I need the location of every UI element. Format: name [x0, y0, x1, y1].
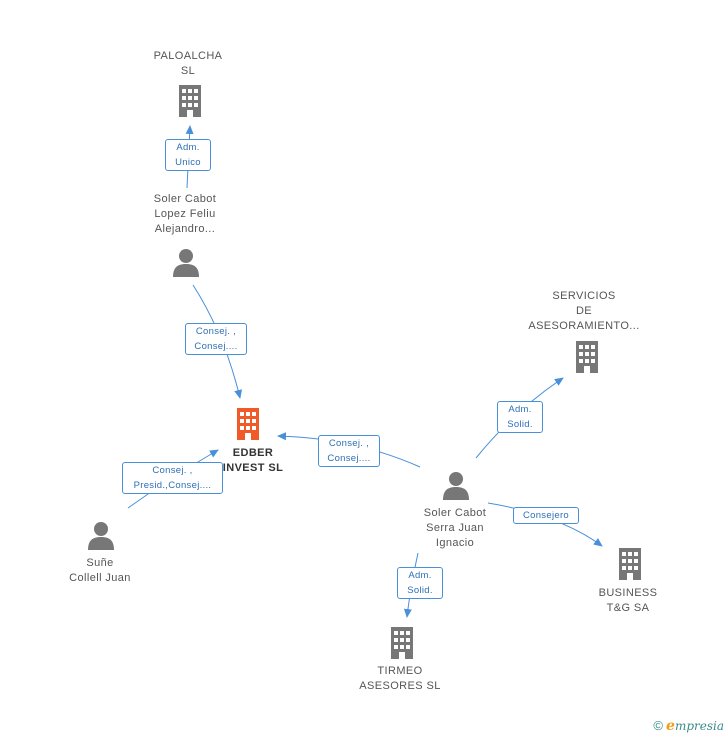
person-icon[interactable]: [173, 249, 199, 277]
node-label-soler-serra[interactable]: Soler Cabot Serra Juan Ignacio: [423, 507, 487, 549]
building-icon[interactable]: [619, 548, 641, 580]
node-label-tirmeo[interactable]: TIRMEO ASESORES SL: [359, 665, 441, 692]
empresia-logo: ©empresia: [653, 718, 724, 734]
edge-label-consej-lopez[interactable]: Consej. , Consej....: [185, 323, 247, 355]
copyright-icon: ©: [653, 718, 664, 733]
person-icon[interactable]: [443, 472, 469, 500]
brand-name: empresia: [666, 718, 724, 734]
building-icon[interactable]: [179, 85, 201, 117]
node-label-business[interactable]: BUSINESS T&G SA: [598, 587, 658, 614]
node-label-paloalcha[interactable]: PALOALCHA SL: [153, 50, 223, 77]
building-icon[interactable]: [391, 627, 413, 659]
node-label-soler-lopez[interactable]: Soler Cabot Lopez Feliu Alejandro...: [153, 193, 217, 235]
edge-label-adm-solid-tirmeo[interactable]: Adm. Solid.: [397, 567, 443, 599]
building-icon[interactable]: [576, 341, 598, 373]
edge-label-adm-solid-servicios[interactable]: Adm. Solid.: [497, 401, 543, 433]
edge-label-consejero[interactable]: Consejero: [513, 507, 579, 524]
building-icon[interactable]: [237, 408, 259, 440]
node-label-sune[interactable]: Suñe Collell Juan: [69, 557, 131, 584]
node-label-servicios[interactable]: SERVICIOS DE ASESORAMIENTO...: [528, 290, 640, 332]
person-icon[interactable]: [88, 522, 114, 550]
edge-label-consej-serra[interactable]: Consej. , Consej....: [318, 435, 380, 467]
node-label-edber[interactable]: EDBER INVEST SL: [222, 447, 284, 474]
edge-label-presid-consej[interactable]: Consej. , Presid.,Consej....: [122, 462, 223, 494]
edge-label-adm-unico[interactable]: Adm. Unico: [165, 139, 211, 171]
